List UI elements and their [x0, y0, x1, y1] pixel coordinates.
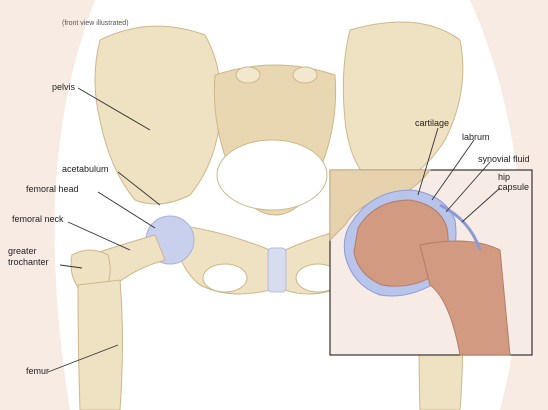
label-femoral-neck: femoral neck — [12, 214, 64, 224]
left-ilium — [95, 26, 221, 204]
label-femoral-head: femoral head — [26, 184, 79, 194]
label-femur: femur — [26, 366, 49, 376]
label-cartilage: cartilage — [415, 118, 449, 128]
label-synovial-fluid: synovial fluid — [478, 154, 530, 164]
pelvic-inlet — [217, 140, 327, 210]
left-femur-shaft — [78, 280, 123, 410]
pubic-symphysis — [268, 248, 286, 292]
right-ilium — [343, 22, 463, 190]
label-pelvis: pelvis — [52, 82, 75, 92]
label-acetabulum: acetabulum — [62, 164, 109, 174]
label-hip-capsule-line2: capsule — [498, 182, 529, 192]
sacral-foramen — [293, 67, 317, 83]
illustration-caption: (front view illustrated) — [62, 20, 129, 27]
label-greater-trochanter-line2: trochanter — [8, 257, 49, 267]
sacral-foramen — [236, 67, 260, 83]
label-labrum: labrum — [462, 132, 490, 142]
label-greater-trochanter-line1: greater — [8, 246, 37, 256]
femoral-neck-leader — [68, 222, 130, 250]
label-hip-capsule-line1: hip — [498, 172, 510, 182]
obturator-foramen — [203, 264, 247, 292]
